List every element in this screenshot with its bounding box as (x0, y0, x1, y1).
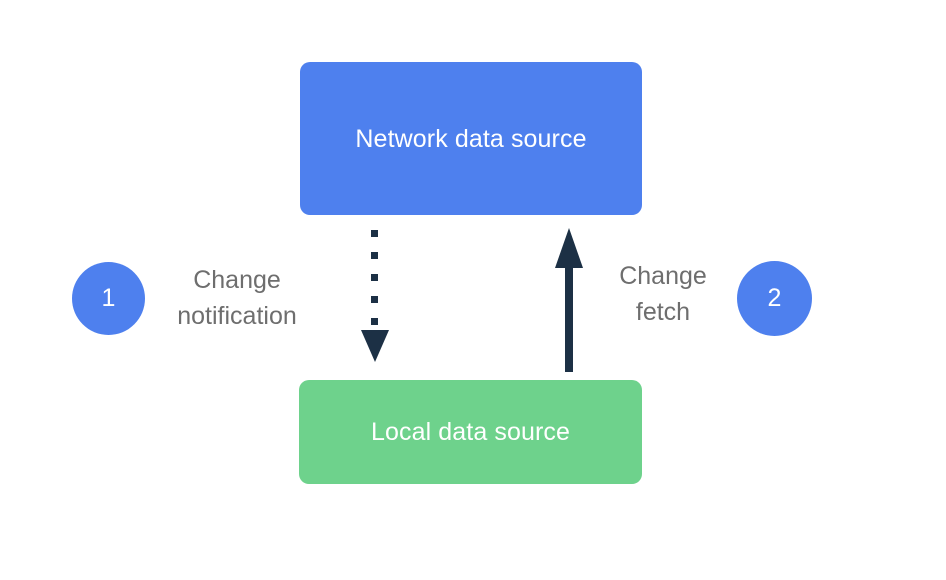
edge-label-change-fetch: Change fetch (619, 262, 707, 326)
step-number-label-1: 1 (101, 284, 116, 312)
arrow-change-fetch-solid-up-icon (555, 228, 583, 372)
step-number-badge-1: 1 (72, 262, 145, 335)
node-local-data-source: Local data source (299, 380, 642, 484)
edge-label-change-notification: Change notification (177, 266, 297, 330)
step-number-badge-2: 2 (737, 261, 812, 336)
node-label-network-data-source: Network data source (355, 124, 587, 153)
node-network-data-source: Network data source (300, 62, 642, 215)
node-label-local-data-source: Local data source (370, 418, 571, 446)
arrow-change-notification-dotted-down-icon (361, 230, 389, 362)
step-number-label-2: 2 (767, 284, 782, 312)
